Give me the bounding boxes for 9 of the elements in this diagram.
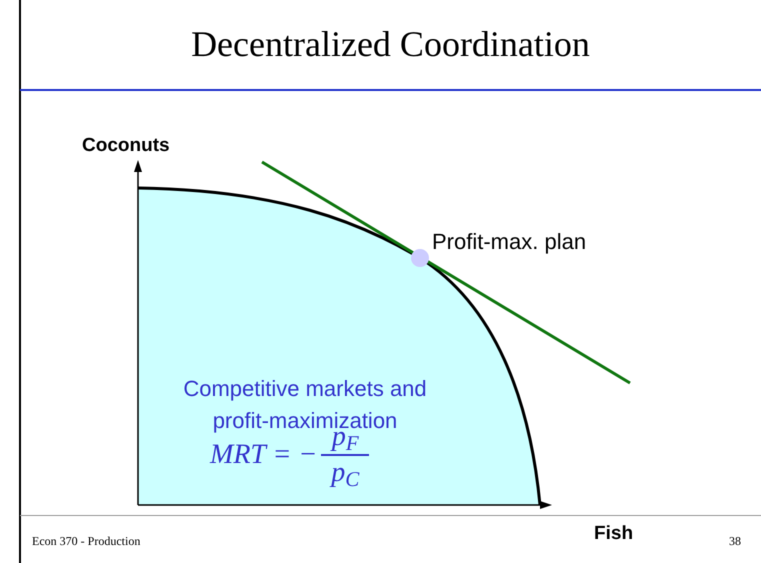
slide-title: Decentralized Coordination <box>190 23 591 66</box>
page-number: 38 <box>729 533 741 550</box>
region-label: Competitive markets and profit-maximization <box>182 375 428 433</box>
footer-text: Econ 370 - Production <box>32 533 140 550</box>
axis-label: Fish <box>594 522 634 546</box>
formula-text: MRT = − <box>210 438 318 472</box>
formula-denominator: p$_{C}$ <box>331 456 360 490</box>
point-label: Profit-max. plan <box>432 228 586 256</box>
axis-label: Coconuts <box>82 134 170 158</box>
